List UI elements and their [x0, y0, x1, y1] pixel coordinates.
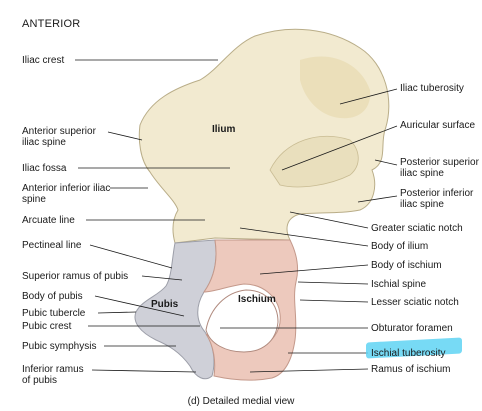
iliac-tuberosity-texture — [300, 56, 371, 119]
label-pectineal-line: Pectineal line — [22, 240, 82, 251]
label-superior-ramus-of-pubis: Superior ramus of pubis — [22, 271, 129, 282]
label-auricular-surface: Auricular surface — [400, 120, 476, 131]
label-anterior-inferior-iliac-spine: Anterior inferior iliac spine — [22, 183, 111, 205]
leader-lines-left — [75, 59, 230, 373]
label-posterior-superior-iliac-spine: Posterior superior iliac spine — [400, 157, 479, 179]
leader-lines-right — [220, 88, 398, 373]
obturator-foramen-shape — [205, 289, 279, 353]
label-ischial-tuberosity: Ischial tuberosity — [371, 348, 446, 359]
ilium-shape — [138, 28, 390, 244]
label-pubic-symphysis: Pubic symphysis — [22, 341, 97, 352]
label-pubic-tubercle: Pubic tubercle — [22, 308, 86, 319]
orientation-heading: ANTERIOR — [22, 18, 81, 30]
label-body-of-pubis: Body of pubis — [22, 291, 83, 302]
label-lesser-sciatic-notch: Lesser sciatic notch — [371, 297, 459, 308]
label-iliac-fossa: Iliac fossa — [22, 163, 67, 174]
label-iliac-tuberosity: Iliac tuberosity — [400, 83, 464, 94]
label-body-of-ilium: Body of ilium — [371, 241, 429, 252]
ischium-shape — [203, 239, 299, 381]
figure-caption: (d) Detailed medial view — [187, 396, 295, 407]
region-label-pubis: Pubis — [151, 299, 179, 310]
region-label-ilium: Ilium — [212, 124, 236, 135]
label-anterior-superior-iliac-spine: Anterior superior iliac spine — [22, 126, 96, 148]
label-inferior-ramus-of-pubis: Inferior ramus of pubis — [22, 364, 84, 386]
label-posterior-inferior-iliac-spine: Posterior inferior iliac spine — [400, 188, 474, 210]
label-ramus-of-ischium: Ramus of ischium — [371, 364, 451, 375]
label-arcuate-line: Arcuate line — [22, 215, 75, 226]
label-pubic-crest: Pubic crest — [22, 321, 72, 332]
label-obturator-foramen: Obturator foramen — [371, 323, 453, 334]
label-iliac-crest: Iliac crest — [22, 55, 65, 66]
label-greater-sciatic-notch: Greater sciatic notch — [371, 223, 463, 234]
region-label-ischium: Ischium — [238, 294, 276, 305]
label-ischial-spine: Ischial spine — [371, 279, 427, 290]
pubis-shape — [134, 239, 217, 380]
label-body-of-ischium: Body of ischium — [371, 260, 442, 271]
